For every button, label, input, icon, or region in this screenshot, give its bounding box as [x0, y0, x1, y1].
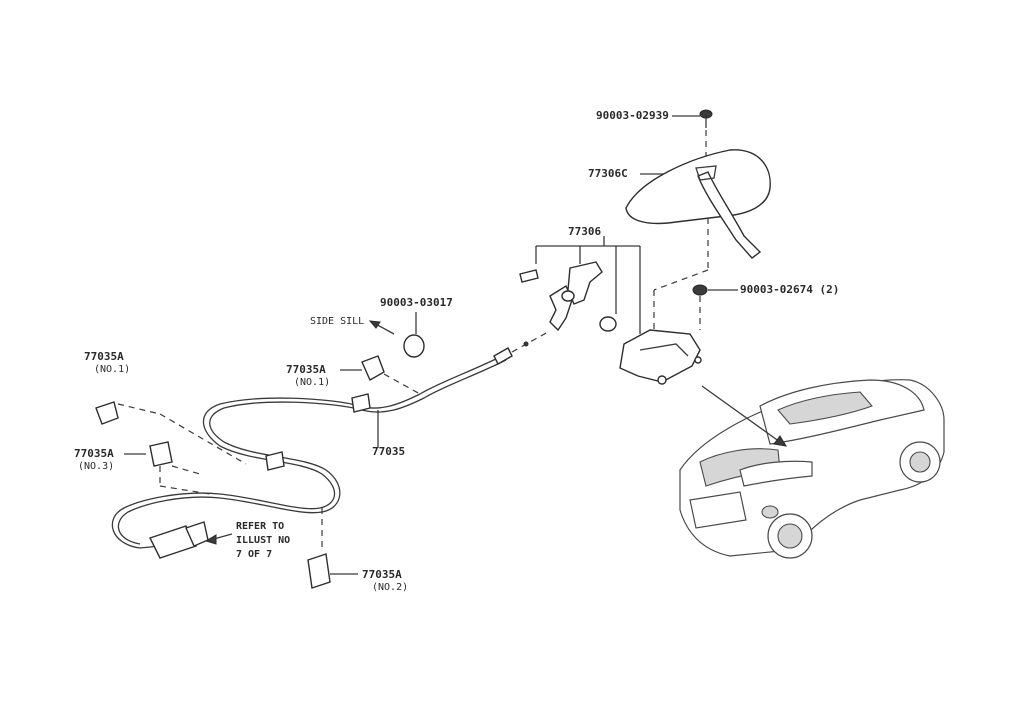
bolt-90003-02939 [672, 109, 713, 160]
label-side-sill: SIDE SILL [310, 316, 365, 327]
car-illustration [679, 379, 945, 559]
fuel-lid-cover-77306C [625, 149, 771, 259]
release-cable-77035 [111, 331, 549, 559]
callout-plug-90003-03017: 90003-03017 [380, 296, 453, 309]
refer-arrow [204, 533, 233, 545]
callout-cover-77306C: 77306C [588, 167, 628, 180]
refer-note-line2: ILLUST NO [236, 535, 291, 546]
callout-clamp-no1-left: 77035A [84, 350, 124, 363]
clamp-77035A-no3 [124, 441, 211, 495]
refer-note-line1: REFER TO [236, 521, 285, 532]
clamp-77035A-no1-left [95, 401, 247, 465]
callout-cable-77035: 77035 [372, 445, 406, 458]
callout-bolt-90003-02939: 90003-02939 [596, 109, 669, 122]
callout-clamp-no3-sub: (NO.3) [78, 461, 115, 472]
callout-clamp-no2-sub: (NO.2) [372, 582, 409, 593]
clamp-77035A-no1-mid [340, 355, 421, 395]
clamp-77035A-no2 [307, 508, 358, 589]
nut-90003-02674 [692, 284, 738, 330]
side-sill-arrow [368, 320, 395, 335]
hinge-assembly-77306 [519, 236, 702, 385]
callout-clamp-no2: 77035A [362, 568, 402, 581]
plug-90003-03017 [403, 312, 425, 358]
callout-nut-90003-02674: 90003-02674 (2) [740, 283, 840, 296]
callout-hinge-77306: 77306 [568, 225, 602, 238]
callout-clamp-no1-left-sub: (NO.1) [94, 364, 131, 375]
callout-clamp-no1-mid-sub: (NO.1) [294, 377, 331, 388]
refer-note-line3: 7 OF 7 [236, 549, 273, 560]
callout-clamp-no1-mid: 77035A [286, 363, 326, 376]
callout-clamp-no3: 77035A [74, 447, 114, 460]
